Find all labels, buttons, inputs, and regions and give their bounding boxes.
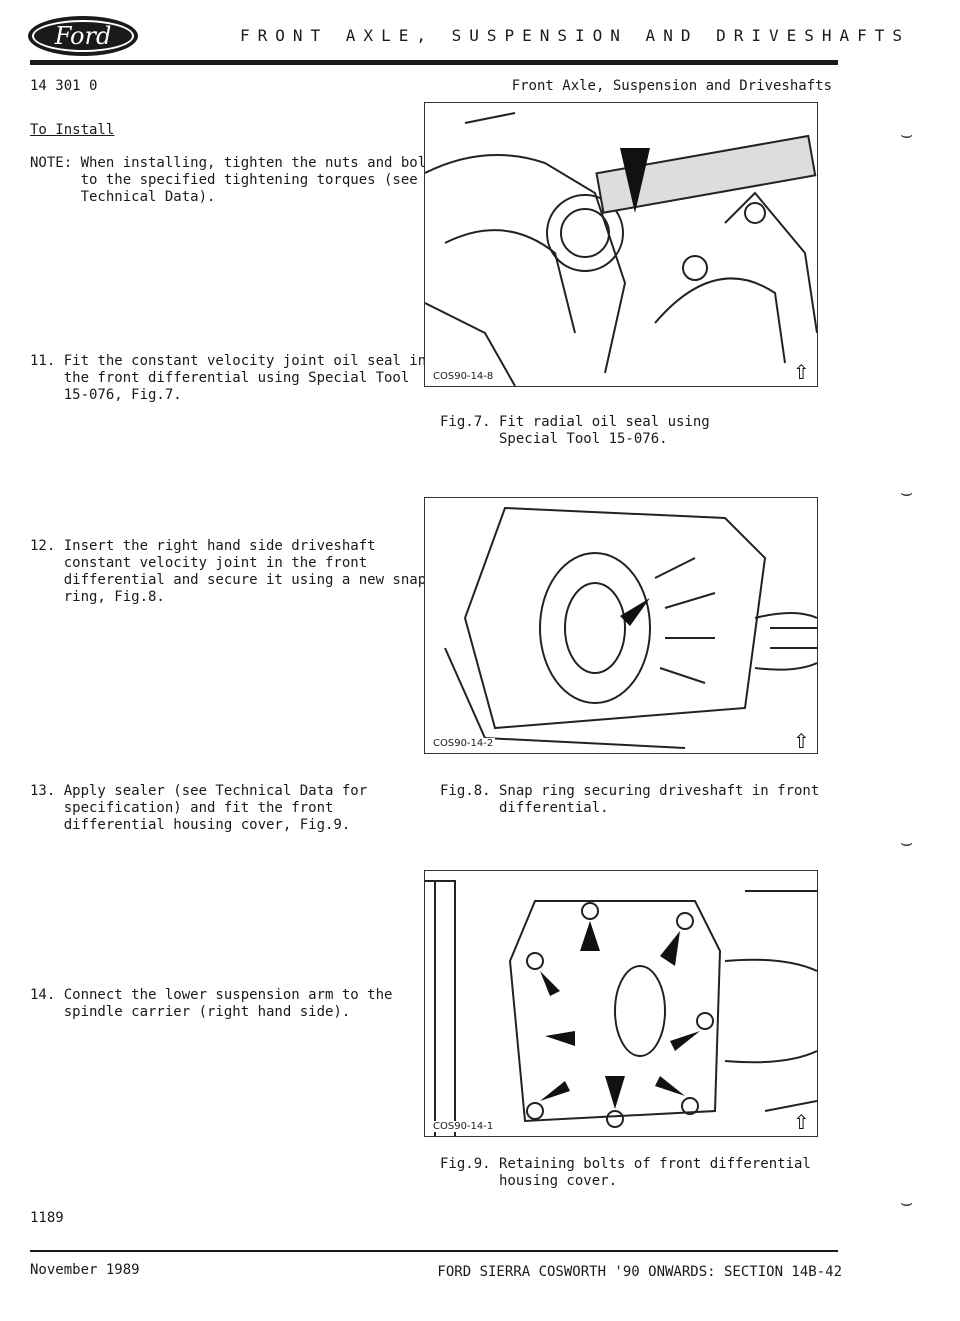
footer-title: FORD SIERRA COSWORTH '90 ONWARDS: SECTIO… (437, 1264, 842, 1280)
svg-text:⇧: ⇧ (793, 360, 810, 384)
fig9-code: COS90-14-1 (431, 1121, 496, 1132)
running-title: Front Axle, Suspension and Driveshafts (511, 78, 832, 94)
fig8-code: COS90-14-2 (431, 738, 496, 749)
step-11: 11. Fit the constant velocity joint oil … (30, 353, 427, 403)
footer-rule (30, 1250, 838, 1252)
figure-7-caption: Fig.7. Fit radial oil seal using Special… (440, 414, 710, 447)
page-number: 1189 (30, 1210, 64, 1226)
margin-mark: ⌣ (900, 1190, 914, 1214)
section-reference: 14 301 0 (30, 78, 98, 94)
issue-date: November 1989 (30, 1262, 140, 1278)
figure-9-illustration: ⇧ COS90-14-1 (424, 870, 818, 1137)
figure-8-caption: Fig.8. Snap ring securing driveshaft in … (440, 783, 820, 816)
figure-7-illustration: ⇧ COS90-14-8 (424, 102, 818, 387)
ford-logo: Ford (28, 16, 138, 56)
fig8-drawing: ⇧ (444, 506, 817, 753)
fig9-drawing: ⇧ (425, 880, 817, 1136)
fig7-code: COS90-14-8 (431, 371, 496, 382)
svg-text:⇧: ⇧ (793, 1110, 810, 1134)
header-rule (30, 60, 838, 65)
svg-text:⇧: ⇧ (793, 729, 810, 753)
figure-9-caption: Fig.9. Retaining bolts of front differen… (440, 1156, 811, 1189)
margin-mark: ⌣ (900, 480, 914, 504)
step-13: 13. Apply sealer (see Technical Data for… (30, 783, 368, 833)
section-banner: FRONT AXLE, SUSPENSION AND DRIVESHAFTS (240, 26, 911, 45)
subheading-to-install: To Install (30, 122, 115, 138)
margin-mark: ⌣ (900, 830, 914, 854)
step-12: 12. Insert the right hand side driveshaf… (30, 538, 427, 605)
install-note: NOTE: When installing, tighten the nuts … (30, 155, 444, 205)
fig7-drawing: ⇧ (425, 112, 817, 386)
step-14: 14. Connect the lower suspension arm to … (30, 987, 393, 1020)
margin-mark: ⌣ (900, 122, 914, 146)
figure-8-illustration: ⇧ COS90-14-2 (424, 497, 818, 754)
